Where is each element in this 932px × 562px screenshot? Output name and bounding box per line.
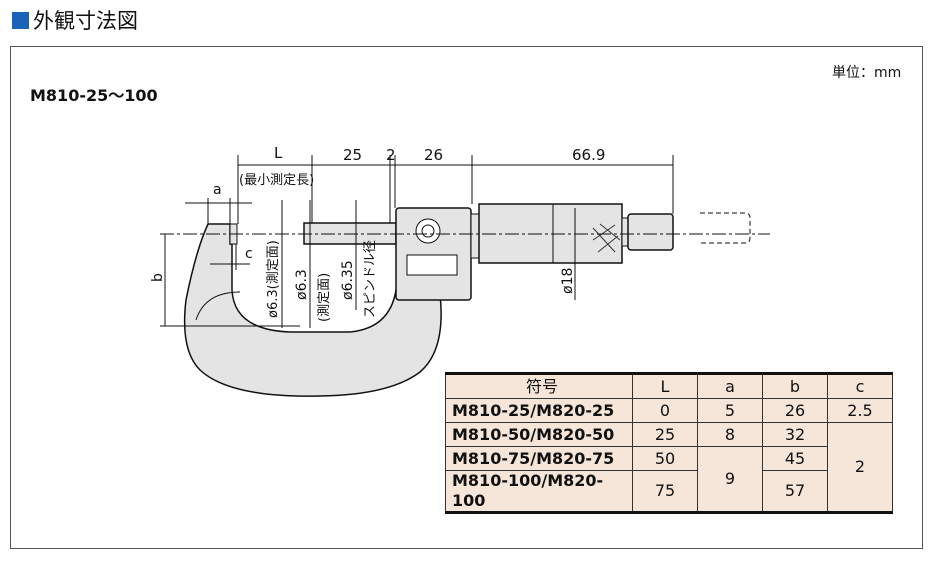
cell-model: M810-50/M820-50 xyxy=(445,422,633,447)
unit-label: 単位：mm xyxy=(832,65,902,81)
model-label: M810-25～100 xyxy=(30,86,158,105)
cell-a: 9 xyxy=(697,446,763,513)
counter-window xyxy=(406,254,458,276)
cell-c: 2 xyxy=(827,422,893,513)
min-length-label: (最小測定長) xyxy=(239,173,314,188)
cell-c: 2.5 xyxy=(827,398,893,423)
dim-25: 25 xyxy=(343,146,362,164)
cell-a: 8 xyxy=(697,422,763,447)
cell-L: 0 xyxy=(632,398,698,423)
spindle-label: スピンドル径 xyxy=(363,240,378,318)
dim-b: b xyxy=(150,273,166,282)
cell-L: 50 xyxy=(632,446,698,471)
header-a: a xyxy=(697,373,763,399)
spindle-diameter: ø6.35 xyxy=(340,260,356,300)
cell-L: 75 xyxy=(632,470,698,513)
dim-a: a xyxy=(213,182,222,198)
thimble-diameter: ø18 xyxy=(560,268,576,294)
micrometer-frame xyxy=(183,223,442,397)
title-text: 外観寸法図 xyxy=(33,9,138,33)
header-c: c xyxy=(827,373,893,399)
cell-b: 26 xyxy=(762,398,828,423)
cell-L: 25 xyxy=(632,422,698,447)
cell-model: M810-25/M820-25 xyxy=(445,398,633,423)
dim-26: 26 xyxy=(424,146,443,164)
header-b: b xyxy=(762,373,828,399)
spindle-face-label: (測定面) xyxy=(317,273,332,322)
cell-b: 32 xyxy=(762,422,828,447)
cell-b: 45 xyxy=(762,446,828,471)
anvil-face-label: ø6.3(測定面) xyxy=(266,240,281,318)
ratchet xyxy=(621,217,629,247)
drawing-frame xyxy=(10,46,923,549)
cell-model: M810-75/M820-75 xyxy=(445,446,633,471)
cell-a: 5 xyxy=(697,398,763,423)
section-title: 外観寸法図 xyxy=(12,5,138,35)
dim-c: c xyxy=(245,246,253,262)
cell-b: 57 xyxy=(762,470,828,513)
dim-L: L xyxy=(274,144,283,162)
spindle-face-diameter: ø6.3 xyxy=(294,269,310,300)
cell-model: M810-100/M820-100 xyxy=(445,470,633,513)
dim-2: 2 xyxy=(386,146,396,164)
header-L: L xyxy=(632,373,698,399)
title-square-icon xyxy=(12,11,29,29)
header-code: 符号 xyxy=(445,373,633,399)
dim-66-9: 66.9 xyxy=(572,146,605,164)
